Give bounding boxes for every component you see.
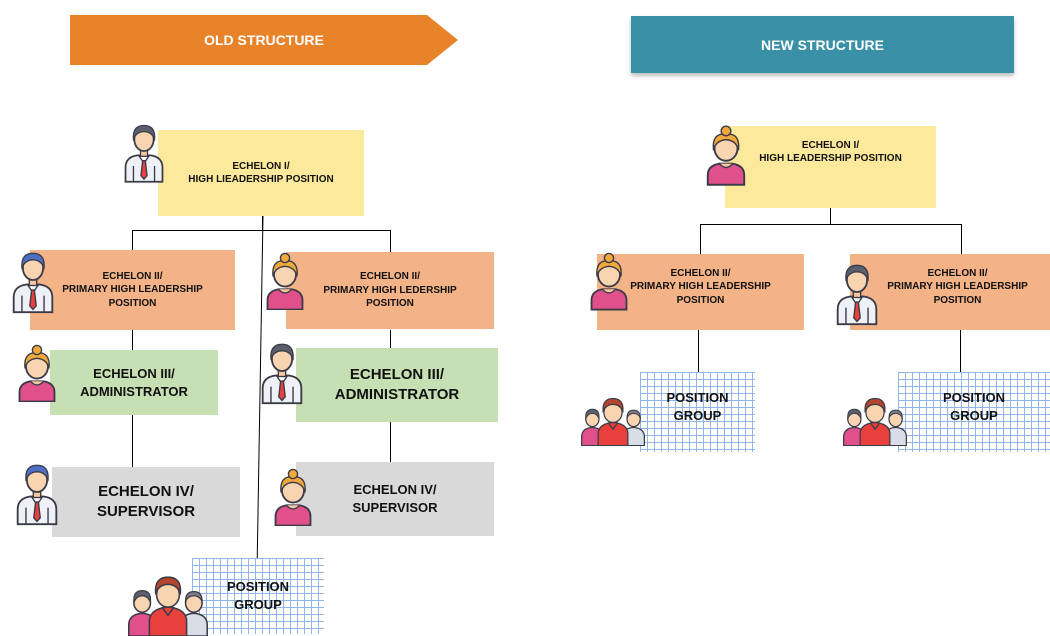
connector — [830, 208, 831, 224]
connector — [390, 230, 391, 254]
echelon-4-line2: SUPERVISOR — [352, 500, 438, 515]
echelon-2-line2: PRIMARY HIGH LEADERSHIP — [630, 281, 771, 293]
echelon-3-line1: ECHELON III/ — [93, 365, 175, 381]
old-echelon-3-left-box: ECHELON III/ADMINISTRATOR — [50, 350, 218, 415]
connector — [390, 330, 391, 348]
echelon-3-line2: ADMINISTRATOR — [80, 383, 188, 399]
woman-icon — [270, 468, 316, 526]
echelon-2-line3: POSITION — [366, 298, 414, 310]
echelon-2-line2: PRIMARY HIGH LEADERSHIP — [62, 284, 203, 296]
man-icon — [10, 243, 56, 317]
connector — [132, 230, 133, 252]
echelon-2-line1: ECHELON II/ — [670, 267, 731, 279]
echelon-2-line3: POSITION — [108, 297, 157, 309]
echelon-2-line3: POSITION — [676, 294, 725, 306]
connector — [698, 330, 699, 373]
echelon-2-line2: PRIMARY HIGH LEDERSHIP — [323, 284, 457, 296]
position-group-line1: POSITION — [942, 390, 1006, 406]
position-group-line2: GROUP — [950, 408, 998, 423]
old-structure-title: OLD STRUCTURE — [204, 32, 324, 48]
connector — [700, 224, 701, 254]
old-echelon-2-right-box: ECHELON II/PRIMARY HIGH LEDERSHIP POSITIO… — [286, 252, 494, 329]
new-position-group-right-box: POSITION GROUP — [898, 372, 1050, 452]
connector — [132, 330, 133, 350]
position-group-line1: POSITION — [226, 579, 290, 595]
old-echelon-3-right-box: ECHELON III/ADMINISTRATOR — [296, 348, 498, 422]
position-group-line1: POSITION — [666, 390, 729, 406]
old-position-group-box: POSITION GROUP — [192, 558, 324, 634]
echelon-3-line2: ADMINISTRATOR — [334, 386, 460, 403]
new-structure-banner: NEW STRUCTURE — [631, 16, 1014, 73]
woman-icon — [262, 252, 308, 310]
connector — [132, 230, 390, 231]
position-group-line2: GROUP — [234, 597, 282, 612]
woman-icon — [702, 124, 750, 186]
connector — [961, 224, 962, 254]
connector — [390, 422, 391, 462]
connector — [256, 214, 264, 573]
echelon-3-line1: ECHELON III/ — [349, 365, 445, 383]
group-icon — [580, 394, 646, 446]
echelon-4-line2: SUPERVISOR — [96, 503, 196, 520]
echelon-1-line2: HIGH LEADERSHIP POSITION — [759, 153, 902, 164]
group-icon — [126, 572, 210, 636]
echelon-2-line1: ECHELON II/ — [927, 267, 988, 279]
man-icon — [14, 455, 60, 529]
echelon-4-line1: ECHELON IV/ — [98, 482, 194, 500]
echelon-1-line1: ECHELON I/ — [801, 139, 860, 151]
new-echelon-1-box: ECHELON I/HIGH LEADERSHIP POSITION — [725, 126, 936, 208]
new-structure-title: NEW STRUCTURE — [761, 36, 884, 53]
old-echelon-4-left-box: ECHELON IV/SUPERVISOR — [52, 467, 240, 537]
man-icon — [834, 254, 880, 330]
echelon-4-line1: ECHELON IV/ — [353, 482, 437, 498]
woman-icon — [586, 250, 632, 312]
group-icon — [842, 394, 908, 446]
connector — [700, 224, 962, 225]
old-echelon-4-right-box: ECHELON IV/SUPERVISOR — [296, 462, 494, 536]
echelon-2-line3: POSITION — [933, 294, 982, 306]
man-icon — [259, 333, 305, 409]
man-icon — [122, 113, 166, 189]
position-group-line2: GROUP — [673, 408, 722, 423]
echelon-2-line1: ECHELON II/ — [102, 270, 163, 282]
connector — [960, 330, 961, 373]
woman-icon — [14, 344, 60, 402]
connector — [132, 415, 133, 467]
old-structure-banner: OLD STRUCTURE — [70, 15, 458, 65]
echelon-1-line1: ECHELON I/ — [232, 160, 290, 172]
echelon-2-line1: ECHELON II/ — [359, 271, 420, 283]
new-position-group-left-box: POSITION GROUP — [640, 372, 755, 452]
old-echelon-1-box: ECHELON I/HIGH LIEADERSHIP POSITION — [158, 130, 364, 216]
echelon-1-line2: HIGH LIEADERSHIP POSITION — [188, 174, 334, 185]
echelon-2-line2: PRIMARY HIGH LEADERSHIP — [887, 281, 1028, 293]
